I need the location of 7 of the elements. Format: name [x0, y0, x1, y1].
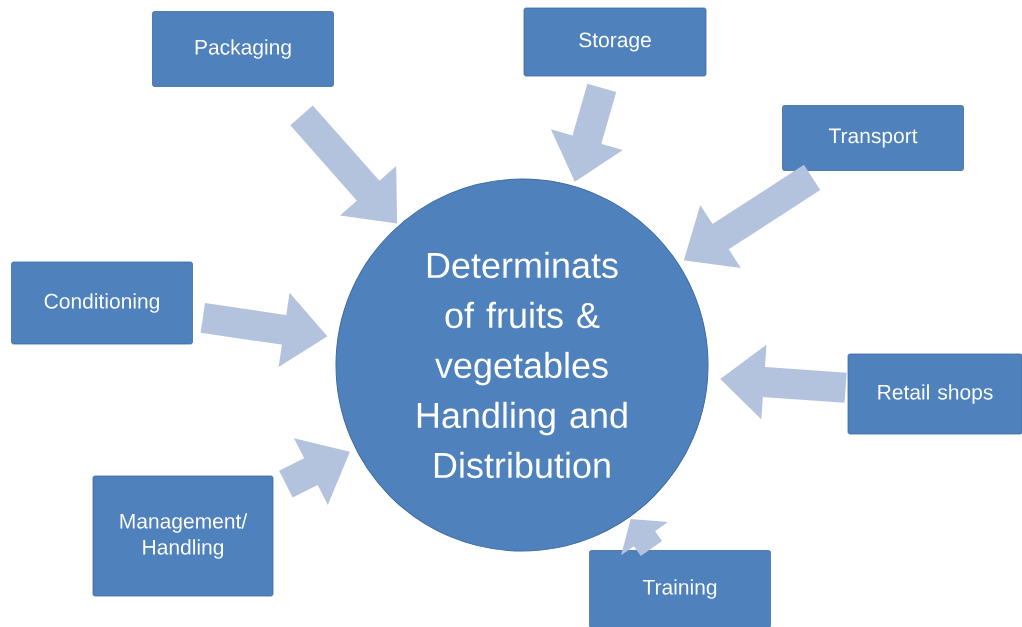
factor-box: Training — [589, 550, 771, 627]
factor-box: Management/ Handling — [92, 475, 274, 597]
factor-box: Transport — [782, 105, 964, 171]
factor-box: Conditioning — [11, 261, 193, 345]
factor-box: Packaging — [152, 11, 334, 87]
factor-box: Storage — [523, 7, 707, 77]
factor-box: Retail shops — [847, 353, 1022, 435]
